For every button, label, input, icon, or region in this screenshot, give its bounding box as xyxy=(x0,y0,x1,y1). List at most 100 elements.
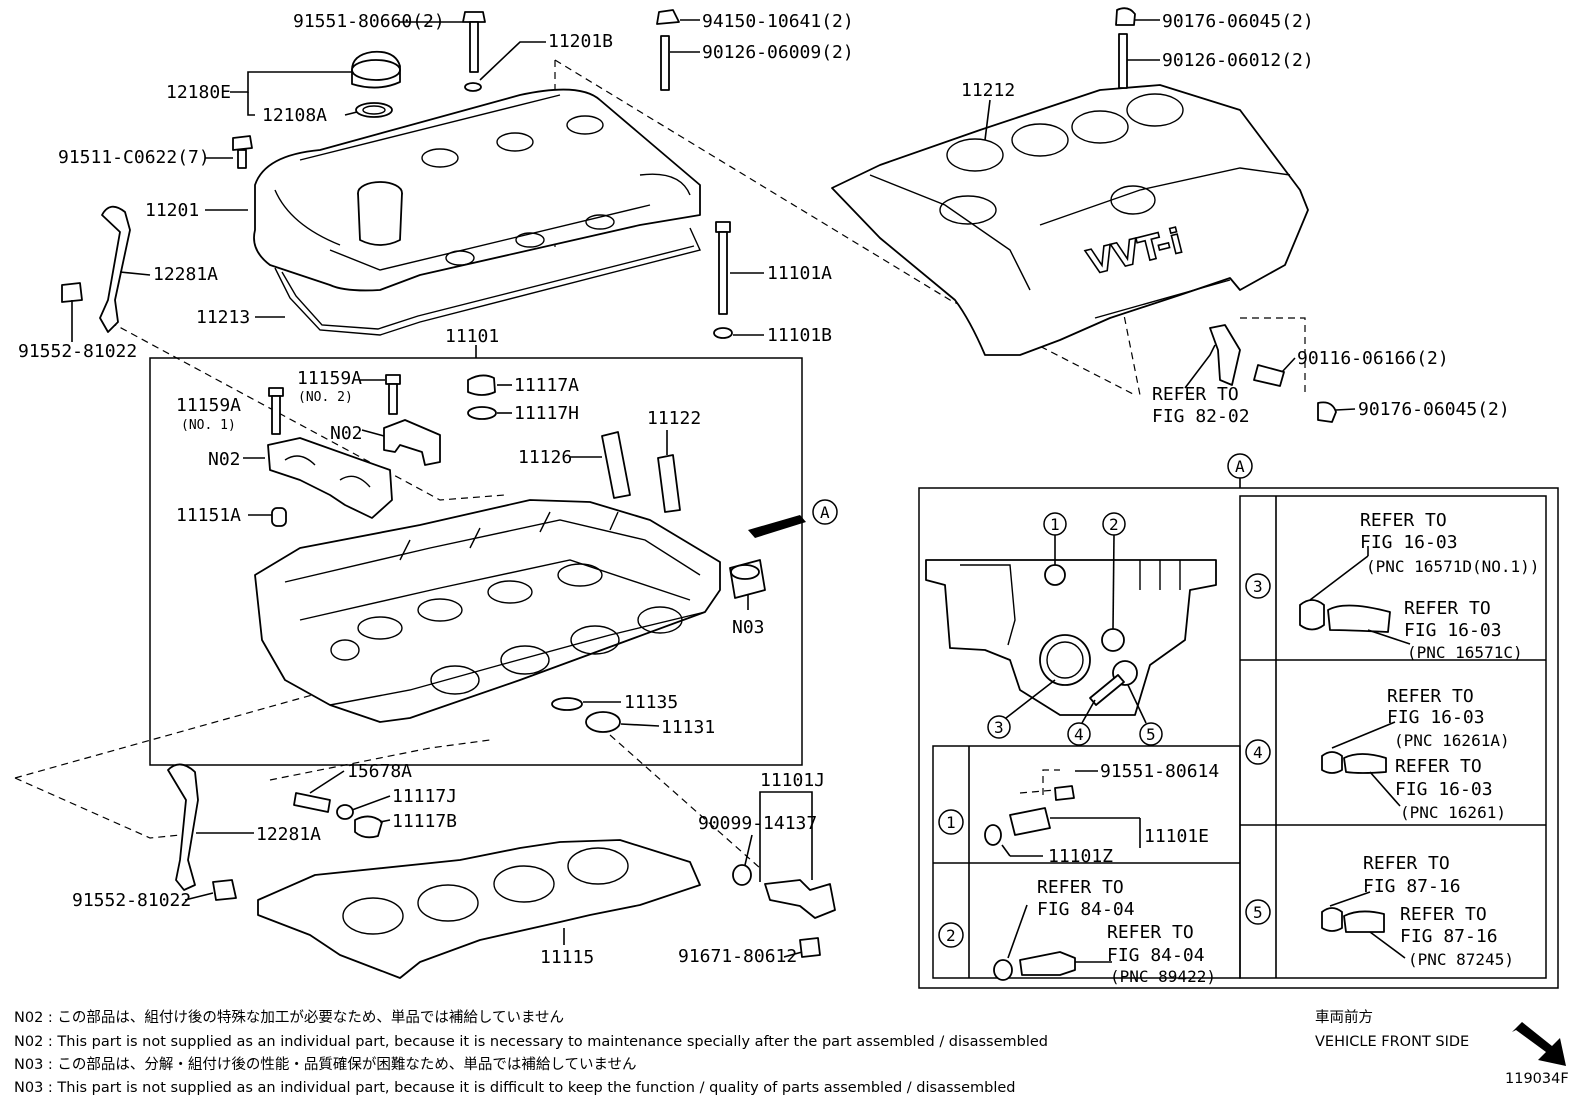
plug-11117b xyxy=(354,815,383,839)
label-12281a-top: 12281A xyxy=(153,264,218,285)
valve-cover-gasket xyxy=(274,227,701,336)
detail-table-text: 91551-80614 11101Z 11101E REFER TO FIG 8… xyxy=(1037,510,1539,986)
detail-circle-3: 3 xyxy=(994,718,1004,737)
svg-text:FIG 84-04: FIG 84-04 xyxy=(1107,945,1205,966)
label-90126-06012: 90126-06012(2) xyxy=(1162,50,1314,71)
label-11126: 11126 xyxy=(518,447,572,468)
valve-cover xyxy=(253,88,701,292)
pin-11151a xyxy=(271,507,287,527)
svg-text:2: 2 xyxy=(946,926,956,945)
label-12180e: 12180E xyxy=(166,82,231,103)
note-n02-jp: N02 : この部品は、組付け後の特殊な加工が必要なため、単品では補給していませ… xyxy=(14,1009,564,1026)
label-11101j: 11101J xyxy=(760,770,825,791)
label-90176-06045-bottom: 90176-06045(2) xyxy=(1358,399,1510,420)
label-11159a-no2: 11159A xyxy=(297,368,362,389)
stud-90126-06012 xyxy=(1118,33,1128,89)
label-12108a: 12108A xyxy=(262,105,327,126)
engine-cover: VVT-i xyxy=(831,84,1309,356)
gasket-11135 xyxy=(551,697,583,711)
detail-circle-1: 1 xyxy=(1050,515,1060,534)
refer-82-02-line1: REFER TO xyxy=(1152,384,1239,405)
washer-11101b xyxy=(713,327,733,339)
engine-hanger-bottom xyxy=(167,763,199,891)
svg-text:REFER TO: REFER TO xyxy=(1037,877,1124,898)
svg-text:5: 5 xyxy=(1253,903,1263,922)
detail-header-a: A xyxy=(1235,457,1245,476)
label-91552-81022-top: 91552-81022 xyxy=(18,341,137,362)
label-90116-06166: 90116-06166(2) xyxy=(1297,348,1449,369)
label-11159a-no1: 11159A xyxy=(176,395,241,416)
label-90126-06009: 90126-06009(2) xyxy=(702,42,854,63)
label-11101e: 11101E xyxy=(1144,826,1209,847)
label-11101: 11101 xyxy=(445,326,499,347)
label-n03: N03 xyxy=(732,617,765,638)
svg-text:FIG 16-03: FIG 16-03 xyxy=(1395,779,1493,800)
detail-box-a: A 1 2 3 4 5 1 2 xyxy=(918,453,1559,989)
detail-circle-2: 2 xyxy=(1109,515,1119,534)
plug-11117a xyxy=(467,374,496,396)
vehicle-front-en: VEHICLE FRONT SIDE xyxy=(1315,1034,1469,1050)
callout-a-circle xyxy=(812,499,838,525)
nut-90176-06045-top xyxy=(1115,7,1136,26)
note-n03-jp: N03 : この部品は、分解・組付け後の性能・品質確保が困難なため、単品では補給… xyxy=(14,1055,637,1073)
cylinder-head xyxy=(254,499,721,723)
label-90099-14137: 90099-14137 xyxy=(698,813,817,834)
engine-hanger-top xyxy=(99,205,131,333)
label-91671-80612: 91671-80612 xyxy=(678,946,797,967)
svg-text:REFER TO: REFER TO xyxy=(1360,510,1447,531)
refer-82-02-line2: FIG 82-02 xyxy=(1152,406,1250,427)
part-labels: 91551-80660(2) 11201B 94150-10641(2) 901… xyxy=(18,11,1510,968)
nut-90176-06045-bottom xyxy=(1317,401,1337,423)
bolt-15678a xyxy=(293,792,331,813)
label-11212: 11212 xyxy=(961,80,1015,101)
svg-text:FIG 87-16: FIG 87-16 xyxy=(1400,926,1498,947)
svg-text:REFER TO: REFER TO xyxy=(1387,686,1474,707)
head-gasket-11115 xyxy=(257,839,701,979)
svg-text:FIG 16-03: FIG 16-03 xyxy=(1360,532,1458,553)
vehicle-front-jp: 車両前方 xyxy=(1315,1009,1373,1026)
svg-text:FIG 84-04: FIG 84-04 xyxy=(1037,899,1135,920)
bolt-11159a-no2 xyxy=(385,374,401,415)
tube-11122 xyxy=(657,454,681,513)
bolt-91551-80660 xyxy=(462,11,486,73)
svg-text:1: 1 xyxy=(946,813,956,832)
note-n03-en: N03 : This part is not supplied as an in… xyxy=(14,1080,1015,1096)
svg-text:(PNC 16261A): (PNC 16261A) xyxy=(1394,731,1510,750)
label-11101z: 11101Z xyxy=(1048,846,1113,867)
bolt-11159a-no1 xyxy=(268,387,284,435)
figure-id: 119034F xyxy=(1505,1071,1569,1087)
label-11117j: 11117J xyxy=(392,786,457,807)
callout-a-text: A xyxy=(820,503,830,522)
bolt-91552-81022-top xyxy=(61,282,83,303)
view-arrow-a xyxy=(748,515,806,538)
bushing-n03 xyxy=(729,559,766,599)
svg-text:(PNC 16571D(NO.1)): (PNC 16571D(NO.1)) xyxy=(1366,557,1539,576)
label-12281a-bottom: 12281A xyxy=(256,824,321,845)
camshaft-bearing-cap-no2 xyxy=(383,419,441,466)
gasket-11117h xyxy=(467,406,497,420)
head-bolt-11101a xyxy=(715,221,731,315)
label-11115: 11115 xyxy=(540,947,594,968)
label-11201b: 11201B xyxy=(548,31,613,52)
label-15678a: 15678A xyxy=(347,761,412,782)
label-11159a-no1-sub: (NO. 1) xyxy=(181,418,236,433)
label-91552-81022-bottom: 91552-81022 xyxy=(72,890,191,911)
front-arrow-icon xyxy=(1512,1022,1566,1066)
label-11135: 11135 xyxy=(624,692,678,713)
bolt-91511-c0622 xyxy=(232,135,253,169)
svg-text:REFER TO: REFER TO xyxy=(1400,904,1487,925)
camshaft-bearing-cap-no1 xyxy=(267,437,393,519)
svg-text:3: 3 xyxy=(1253,577,1263,596)
label-n02-cap1: N02 xyxy=(208,449,241,470)
label-11122: 11122 xyxy=(647,408,701,429)
detail-circle-4: 4 xyxy=(1074,725,1084,744)
label-11101a: 11101A xyxy=(767,263,832,284)
svg-text:(PNC 16571C): (PNC 16571C) xyxy=(1407,643,1523,662)
label-11117b: 11117B xyxy=(392,811,457,832)
label-91511-c0622: 91511-C0622(7) xyxy=(58,147,210,168)
svg-text:REFER TO: REFER TO xyxy=(1404,598,1491,619)
svg-text:(PNC 87245): (PNC 87245) xyxy=(1408,950,1514,969)
svg-text:REFER TO: REFER TO xyxy=(1107,922,1194,943)
